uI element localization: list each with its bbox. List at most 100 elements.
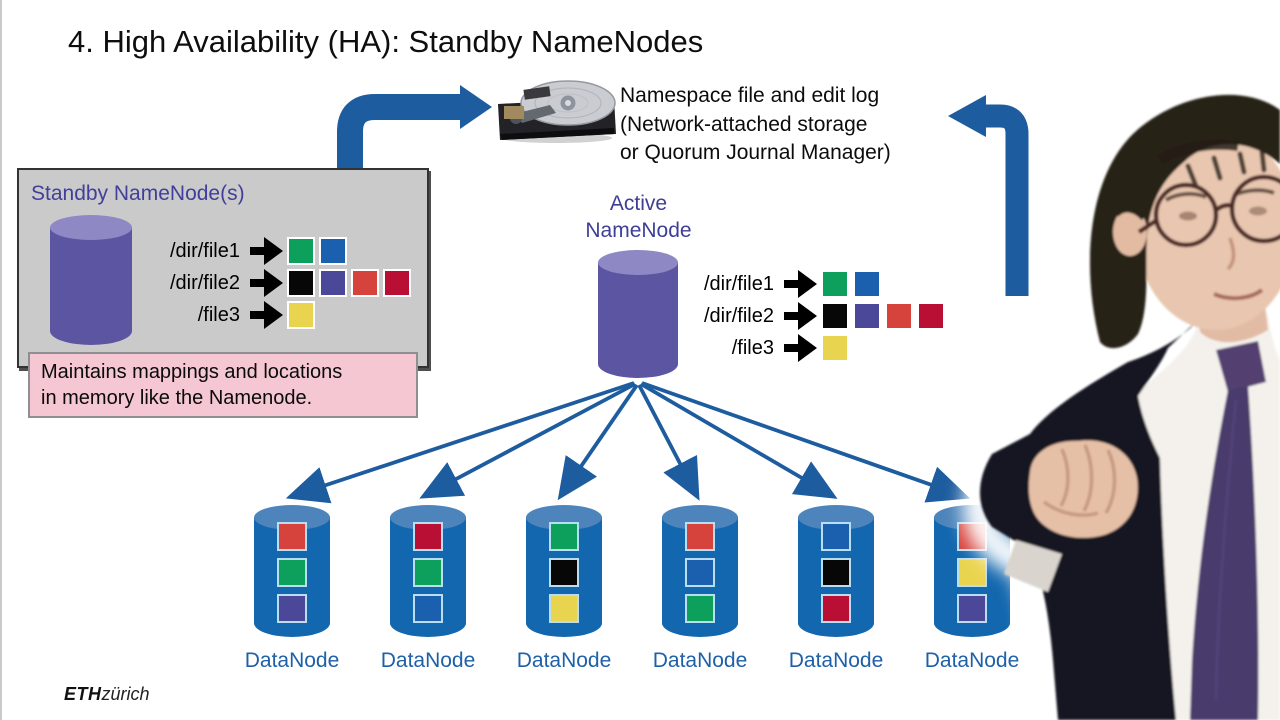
file-blocks <box>287 269 411 297</box>
block-black <box>549 558 579 587</box>
block-green <box>277 558 307 587</box>
presenter-face <box>1136 130 1280 330</box>
storage-caption: Namespace file and edit log (Network-att… <box>620 82 891 168</box>
file-path-label: /dir/file2 <box>703 304 774 327</box>
datanode-blocks <box>526 522 602 623</box>
active-namenode-label-line: Active <box>609 192 668 215</box>
datanode-label: DataNode <box>516 649 612 672</box>
standby-namenode-title: Standby NameNode(s) <box>31 182 245 205</box>
datanode-cylinder <box>798 505 874 637</box>
black-arrow-icon <box>247 300 285 330</box>
block-black <box>287 269 315 297</box>
datanode-label: DataNode <box>924 649 1020 672</box>
file-path-label: /dir/file2 <box>169 271 240 294</box>
block-green <box>549 522 579 551</box>
block-purple <box>957 594 987 623</box>
file-path-label: /file3 <box>197 303 240 326</box>
block-red <box>277 522 307 551</box>
datanode-cylinder <box>934 505 1010 637</box>
datanode-blocks <box>254 522 330 623</box>
block-green <box>287 237 315 265</box>
standby-file-mappings: /dir/file1/dir/file2/file3 <box>150 237 411 329</box>
black-arrow-icon <box>781 269 819 299</box>
datanode-label: DataNode <box>380 649 476 672</box>
datanode-cylinder <box>254 505 330 637</box>
block-crimson <box>383 269 411 297</box>
datanode-label: DataNode <box>788 649 884 672</box>
file-mapping-row: /dir/file1 <box>150 237 411 265</box>
file-path-label: /dir/file1 <box>703 272 774 295</box>
file-mapping-row: /dir/file2 <box>150 269 411 297</box>
block-green <box>821 270 849 298</box>
datanode: DataNode <box>768 505 904 673</box>
block-blue <box>685 558 715 587</box>
standby-note-line: Maintains mappings and locations <box>41 361 343 383</box>
datanode: DataNode <box>496 505 632 673</box>
cylinder-top <box>598 250 678 275</box>
presenter-hand <box>1028 440 1138 538</box>
presenter-hair <box>1089 94 1280 349</box>
block-yellow <box>957 558 987 587</box>
datanode-label: DataNode <box>652 649 748 672</box>
active-to-storage-arrow-icon <box>948 95 1029 296</box>
presenter-tie <box>1190 341 1266 720</box>
eth-logo-bold: ETH <box>64 684 102 704</box>
datanode-label: DataNode <box>244 649 340 672</box>
storage-caption-line: (Network-attached storage <box>620 112 868 136</box>
file-path-label: /dir/file1 <box>169 239 240 262</box>
datanode-blocks <box>662 522 738 623</box>
hard-disk-icon <box>498 80 616 143</box>
eth-zurich-logo: ETHzürich <box>64 684 150 705</box>
cylinder-body <box>50 227 132 345</box>
active-namenode-label-line: NameNode <box>585 219 692 242</box>
datanode: DataNode <box>632 505 768 673</box>
storage-caption-line: Namespace file and edit log <box>620 84 880 107</box>
block-red <box>351 269 379 297</box>
block-purple <box>277 594 307 623</box>
black-arrow-icon <box>781 301 819 331</box>
datanode-cylinder <box>390 505 466 637</box>
standby-to-storage-arrow-icon <box>337 85 492 172</box>
active-file-mappings: /dir/file1/dir/file2/file3 <box>690 270 945 362</box>
file-blocks <box>821 334 849 362</box>
file-blocks <box>821 270 881 298</box>
datanode: DataNode <box>904 505 1040 673</box>
datanode-blocks <box>798 522 874 623</box>
block-crimson <box>413 522 443 551</box>
cylinder-top <box>50 215 132 240</box>
block-blue <box>821 522 851 551</box>
left-edge-line <box>0 0 2 720</box>
datanode-row: DataNode DataNode DataNode DataNode DataNode… <box>224 505 1040 673</box>
black-arrow-icon <box>247 236 285 266</box>
standby-note: Maintains mappings and locations in memo… <box>28 352 418 418</box>
file-blocks <box>287 301 315 329</box>
slide-title: 4. High Availability (HA): Standby NameN… <box>68 24 704 59</box>
block-yellow <box>549 594 579 623</box>
file-mapping-row: /dir/file2 <box>690 302 945 330</box>
black-arrow-icon <box>781 333 819 363</box>
presenter-glasses <box>1137 174 1280 248</box>
cylinder-body <box>598 262 678 378</box>
file-blocks <box>821 302 945 330</box>
file-mapping-row: /file3 <box>150 301 411 329</box>
datanode-blocks <box>390 522 466 623</box>
block-purple <box>853 302 881 330</box>
eth-logo-rest: zürich <box>101 684 150 704</box>
datanode-cylinder <box>526 505 602 637</box>
black-arrow-icon <box>247 268 285 298</box>
block-red <box>885 302 913 330</box>
storage-caption-line: or Quorum Journal Manager) <box>620 141 891 164</box>
block-crimson <box>917 302 945 330</box>
file-path-label: /file3 <box>731 336 774 359</box>
block-crimson <box>821 594 851 623</box>
block-purple <box>319 269 347 297</box>
standby-namenode-cylinder <box>50 215 132 345</box>
file-mapping-row: /file3 <box>690 334 945 362</box>
block-green <box>685 594 715 623</box>
active-namenode-label: Active NameNode <box>541 190 736 244</box>
datanode-blocks <box>934 522 1010 623</box>
block-yellow <box>821 334 849 362</box>
block-blue <box>413 594 443 623</box>
datanode: DataNode <box>224 505 360 673</box>
